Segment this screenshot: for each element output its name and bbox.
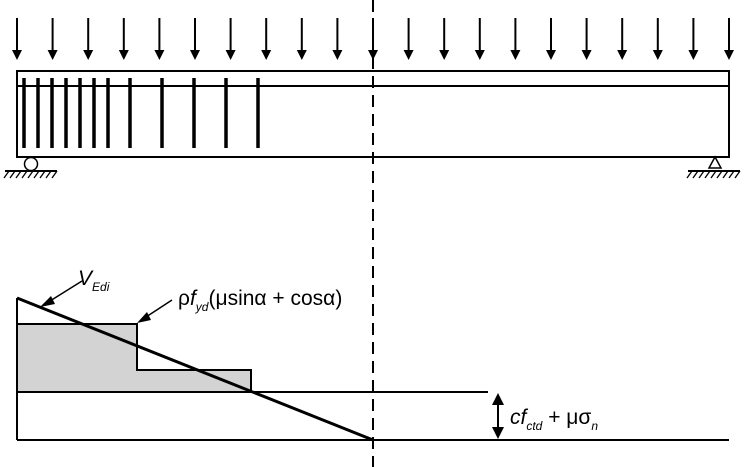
cohesion-sigma-sub: n bbox=[591, 419, 598, 433]
cohesion-label: cfctd + μσn bbox=[510, 406, 598, 433]
load-arrow-head bbox=[617, 50, 628, 60]
hatch-line bbox=[15, 170, 22, 179]
ved-leader bbox=[40, 280, 83, 307]
load-arrow-head bbox=[510, 50, 521, 60]
distributed-load bbox=[12, 18, 734, 60]
resistance-leader-arrowhead bbox=[137, 312, 151, 323]
load-arrow bbox=[581, 18, 592, 60]
load-arrow-head bbox=[225, 50, 236, 60]
stirrup-resistance-region bbox=[16, 323, 252, 393]
hatch-line bbox=[722, 170, 729, 179]
load-arrow bbox=[190, 18, 200, 60]
hatch-line bbox=[692, 170, 699, 179]
load-arrow bbox=[652, 18, 663, 60]
hatch-line bbox=[3, 170, 10, 179]
hatch-line bbox=[704, 170, 711, 179]
roller-circle bbox=[23, 156, 39, 172]
hatch-line bbox=[9, 170, 16, 179]
cohesion-f-sub: ctd bbox=[526, 419, 542, 433]
load-arrow bbox=[12, 18, 22, 60]
hatch-line bbox=[710, 170, 717, 179]
load-arrow-head bbox=[403, 50, 414, 60]
hatch-line bbox=[51, 170, 58, 179]
load-arrow bbox=[688, 18, 699, 60]
load-arrow bbox=[510, 18, 521, 60]
load-arrow bbox=[474, 18, 485, 60]
load-arrow bbox=[332, 18, 343, 60]
ved-leader-arrowhead bbox=[40, 296, 55, 307]
cohesion-plus: + bbox=[542, 406, 566, 429]
ved-leader-line bbox=[49, 280, 83, 302]
load-arrow-head bbox=[439, 50, 450, 60]
load-arrow-head bbox=[581, 50, 592, 60]
load-arrow bbox=[439, 18, 450, 60]
right-ground-hatch bbox=[686, 170, 741, 179]
load-arrow-head bbox=[261, 50, 272, 60]
load-arrow bbox=[296, 18, 307, 60]
hatch-line bbox=[734, 170, 741, 179]
load-arrow bbox=[403, 18, 414, 60]
right-pin-support bbox=[686, 155, 741, 179]
load-arrow bbox=[118, 18, 129, 60]
load-arrow-head bbox=[332, 50, 343, 60]
hatch-line bbox=[21, 170, 28, 179]
cohesion-c: c bbox=[510, 406, 521, 429]
dimension-arrow bbox=[492, 393, 504, 439]
dimension-arrowhead-down bbox=[492, 427, 504, 439]
load-arrow bbox=[724, 18, 734, 60]
load-arrow-head bbox=[546, 50, 556, 60]
resistance-f-sub: yd bbox=[195, 300, 209, 314]
ved-label-sub: Edi bbox=[92, 280, 110, 294]
load-arrow bbox=[83, 18, 94, 60]
load-arrow-head bbox=[118, 50, 129, 60]
stirrups bbox=[22, 78, 260, 148]
resistance-leader bbox=[137, 299, 173, 323]
ved-label-main: V bbox=[78, 267, 94, 290]
hatch-line bbox=[698, 170, 705, 179]
load-arrow-head bbox=[724, 50, 734, 60]
load-arrow bbox=[546, 18, 556, 60]
cohesion-f: f bbox=[521, 406, 529, 429]
resistance-f: f bbox=[190, 287, 198, 310]
resistance-label: ρfyd(μsinα + cosα) bbox=[178, 287, 342, 314]
load-arrow-head bbox=[474, 50, 485, 60]
left-ground-hatch bbox=[3, 170, 58, 179]
cohesion-mu-sigma: μσ bbox=[566, 406, 591, 429]
resistance-leader-line bbox=[145, 299, 173, 318]
dimension-arrowhead-up bbox=[492, 393, 504, 405]
hatch-line bbox=[27, 170, 34, 179]
hatch-line bbox=[728, 170, 735, 179]
left-roller-support bbox=[3, 156, 58, 179]
load-arrow-head bbox=[688, 50, 699, 60]
load-arrow-head bbox=[296, 50, 307, 60]
load-arrow-head bbox=[47, 50, 58, 60]
load-arrow bbox=[617, 18, 628, 60]
load-arrow-head bbox=[154, 50, 165, 60]
pin-triangle bbox=[707, 155, 723, 169]
shear-diagram: VEdi ρfyd(μsinα + cosα) cfctd + μσn bbox=[16, 267, 729, 442]
shear-demand-line bbox=[16, 296, 374, 442]
load-arrow bbox=[261, 18, 272, 60]
hatch-line bbox=[39, 170, 46, 179]
hatch-line bbox=[716, 170, 723, 179]
hatch-line bbox=[45, 170, 52, 179]
load-arrow-head bbox=[368, 50, 378, 60]
hatch-line bbox=[686, 170, 693, 179]
load-arrow-head bbox=[652, 50, 663, 60]
ved-label: VEdi bbox=[78, 267, 110, 294]
load-arrow bbox=[225, 18, 236, 60]
load-arrow-head bbox=[12, 50, 22, 60]
load-arrow bbox=[154, 18, 165, 60]
load-arrow-head bbox=[83, 50, 94, 60]
resistance-rest: (μsinα + cosα) bbox=[208, 287, 342, 310]
load-arrow-head bbox=[190, 50, 200, 60]
resistance-rho: ρ bbox=[178, 287, 190, 310]
load-arrow bbox=[47, 18, 58, 60]
hatch-line bbox=[33, 170, 40, 179]
